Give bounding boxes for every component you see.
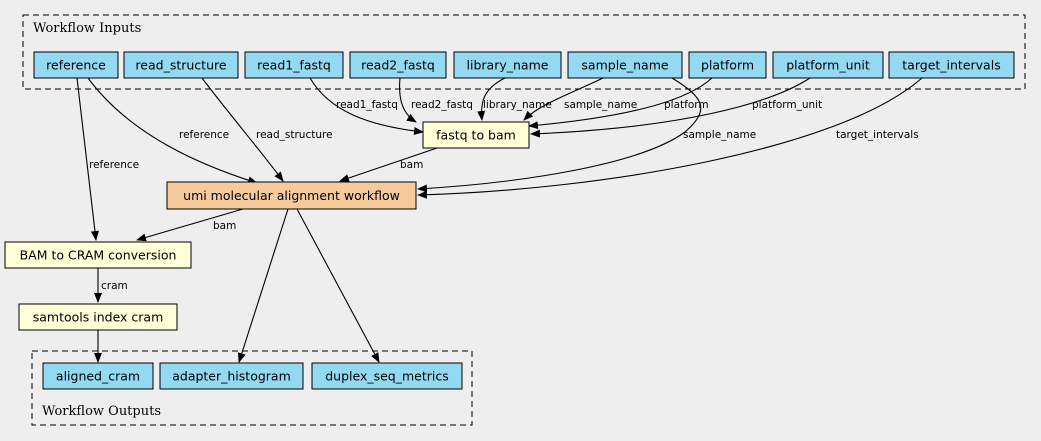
edge-library-name [477, 77, 506, 121]
edge-bam-fastq [339, 146, 441, 182]
edge-label-cram: cram [101, 280, 128, 292]
input-read1-fastq-label: read1_fastq [257, 58, 331, 73]
edge-label-reference-umi: reference [179, 129, 229, 141]
input-platform-label: platform [701, 58, 754, 73]
input-read2-fastq-label: read2_fastq [361, 58, 435, 73]
input-library-name[interactable]: library_name [453, 51, 562, 79]
edge-label-bam-umi: bam [213, 220, 236, 232]
edge-platform [528, 77, 713, 130]
edge-adapter-histogram [237, 208, 289, 363]
input-reference[interactable]: reference [33, 51, 119, 79]
edge-sample-name-umi [417, 77, 702, 193]
input-nodes: reference read_structure read1_fastq rea… [33, 51, 1015, 79]
edge-label-read-structure: read_structure [256, 129, 333, 141]
edge-reference-umi [87, 77, 258, 185]
workflow-inputs-label: Workflow Inputs [33, 21, 141, 36]
output-duplex-seq-metrics-label: duplex_seq_metrics [325, 369, 449, 384]
edge-bam-umi [136, 208, 244, 242]
edge-reference-cram [76, 77, 99, 241]
edge-label-platform-unit: platform_unit [752, 99, 822, 111]
edge-label-sample-name-fastq: sample_name [564, 99, 637, 111]
task-bam-to-cram[interactable]: BAM to CRAM conversion [4, 241, 192, 269]
task-umi-workflow-label: umi molecular alignment workflow [183, 188, 400, 203]
edge-label-read2-fastq: read2_fastq [411, 99, 473, 111]
input-read-structure-label: read_structure [135, 58, 226, 73]
task-umi-workflow[interactable]: umi molecular alignment workflow [166, 181, 417, 210]
task-samtools-index[interactable]: samtools index cram [18, 303, 178, 331]
edge-label-target-intervals: target_intervals [836, 129, 919, 141]
workflow-outputs-label: Workflow Outputs [42, 404, 161, 419]
edge-label-library-name: library_name [483, 99, 552, 111]
input-platform-unit-label: platform_unit [786, 58, 870, 73]
input-sample-name[interactable]: sample_name [567, 51, 683, 79]
edge-read2-fastq [399, 77, 417, 123]
edge-label-sample-name-umi: sample_name [683, 129, 756, 141]
input-read1-fastq[interactable]: read1_fastq [244, 51, 344, 79]
input-library-name-label: library_name [467, 58, 549, 73]
edge-read-structure [201, 77, 284, 182]
task-nodes: fastq to bam umi molecular alignment wor… [4, 121, 530, 331]
input-target-intervals[interactable]: target_intervals [888, 51, 1015, 79]
input-sample-name-label: sample_name [581, 58, 668, 73]
edge-platform-unit [530, 77, 811, 138]
edge-duplex-seq-metrics [296, 208, 380, 363]
output-adapter-histogram-label: adapter_histogram [172, 369, 291, 384]
input-target-intervals-label: target_intervals [902, 58, 1000, 73]
task-fastq-to-bam-label: fastq to bam [436, 128, 516, 143]
edges [76, 77, 923, 363]
output-aligned-cram-label: aligned_cram [56, 369, 140, 384]
output-nodes: aligned_cram adapter_histogram duplex_se… [42, 362, 463, 390]
input-read2-fastq[interactable]: read2_fastq [349, 51, 447, 79]
task-samtools-index-label: samtools index cram [33, 310, 164, 325]
edge-label-reference-cram: reference [89, 159, 139, 171]
workflow-inputs-cluster: Workflow Inputs [22, 14, 1026, 90]
input-platform-unit[interactable]: platform_unit [772, 51, 884, 79]
edge-target-intervals [417, 77, 923, 199]
output-duplex-seq-metrics[interactable]: duplex_seq_metrics [311, 362, 463, 390]
workflow-outputs-cluster: Workflow Outputs [31, 350, 473, 426]
input-read-structure[interactable]: read_structure [123, 51, 239, 79]
input-reference-label: reference [46, 58, 106, 73]
edge-label-read1-fastq: read1_fastq [336, 99, 398, 111]
output-aligned-cram[interactable]: aligned_cram [42, 362, 154, 390]
task-bam-to-cram-label: BAM to CRAM conversion [20, 248, 177, 263]
edge-read1-fastq [309, 77, 424, 135]
edge-sample-name-fastq [523, 77, 604, 121]
edge-label-bam-fastq: bam [400, 159, 423, 171]
output-adapter-histogram[interactable]: adapter_histogram [159, 362, 304, 390]
input-platform[interactable]: platform [688, 51, 767, 79]
edge-label-platform: platform [664, 99, 709, 111]
edge-labels: read1_fastq read2_fastq library_name sam… [89, 99, 919, 292]
task-fastq-to-bam[interactable]: fastq to bam [422, 121, 530, 149]
